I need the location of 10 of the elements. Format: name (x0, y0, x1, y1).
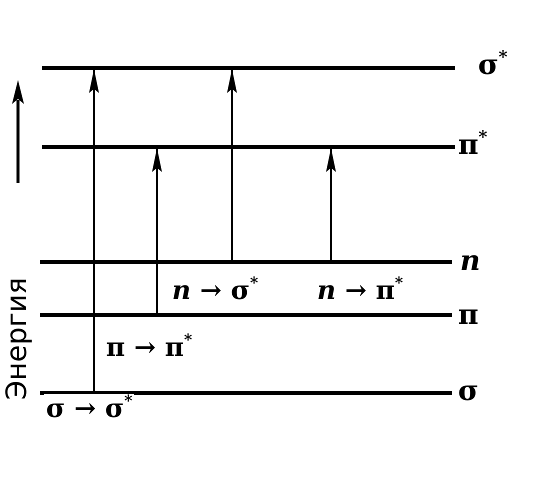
transition-arrow (152, 148, 162, 313)
level-label: σ (458, 376, 479, 406)
transition-arrow (89, 69, 99, 391)
level-label: σ$^{*}$ (478, 50, 508, 80)
level-label: n (460, 246, 480, 276)
level-label: π$^{*}$ (458, 130, 488, 160)
level-label: π (458, 300, 478, 330)
transition-arrow (227, 69, 237, 260)
transition-arrow (326, 148, 336, 260)
axis-label: Энергия (2, 277, 32, 400)
